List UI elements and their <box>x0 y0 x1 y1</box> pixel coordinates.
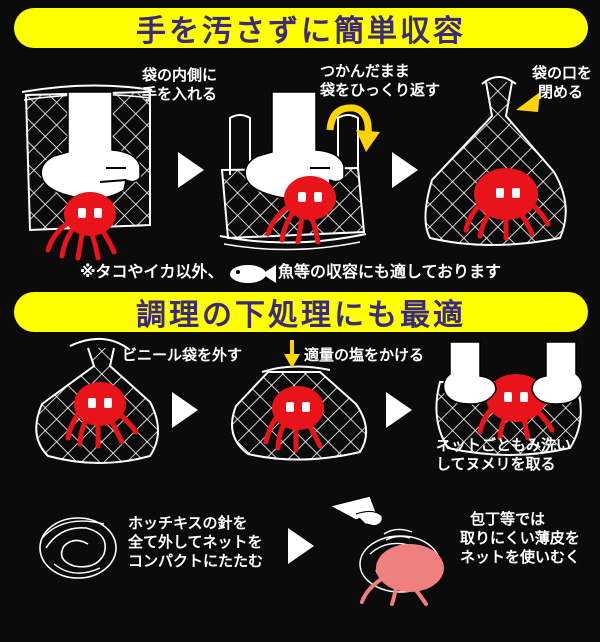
down-arrow-icon <box>284 340 300 368</box>
step2-label-line2: 袋をひっくり返す <box>320 81 441 99</box>
step2-label-line1: つかんだまま <box>320 62 410 80</box>
section2-step3-label-line2: してヌメリを取る <box>436 455 556 473</box>
arrow-right-icon <box>288 528 314 564</box>
section2-step2-label: 適量の塩をかける <box>304 346 425 364</box>
octopus-icon <box>263 386 324 453</box>
section3-step1-label-line1: ホッチキスの針を <box>128 514 248 532</box>
section2-step1-label: ビニール袋を外す <box>122 346 243 364</box>
step3-label-line2: 閉める <box>538 83 584 101</box>
middle-banner: 調理の下処理にも最適 <box>14 292 588 333</box>
section2-step3-label-line1: ネットごともみ洗い <box>436 436 572 454</box>
fish-icon <box>230 265 276 283</box>
top-banner-title: 手を汚さずに簡単収容 <box>136 14 466 49</box>
octopus-icon <box>265 176 336 245</box>
hand-icon <box>531 341 584 405</box>
section3-step1-label-line2: 全て外してネットを <box>128 533 263 551</box>
hand-icon <box>442 341 497 405</box>
curved-arrow-icon <box>326 104 380 152</box>
octopus-icon <box>45 192 117 261</box>
step1-label-line1: 袋の内側に <box>142 66 218 84</box>
section3-step1-label-line3: コンパクトにたたむ <box>128 552 264 570</box>
arrow-right-icon <box>392 152 418 188</box>
top-banner: 手を汚さずに簡単収容 <box>14 8 588 49</box>
section3-step2-label-line3: ネットを使いむく <box>460 548 581 566</box>
section3-step2-label-line1: 包丁等では <box>470 510 546 528</box>
step1-label-line2: 手を入れる <box>142 85 218 103</box>
section3-step2-label-line2: 取りにくい薄皮を <box>460 529 580 547</box>
note-text-before-icon: ※タコやイカ以外、 <box>80 262 224 281</box>
folded-net-icon <box>39 517 117 579</box>
octopus-icon <box>65 382 139 449</box>
middle-banner-title: 調理の下処理にも最適 <box>136 298 466 333</box>
note-text-after-icon: 魚等の収容にも適しております <box>278 262 502 281</box>
yellow-triangle-icon <box>516 92 540 112</box>
arrow-right-icon <box>386 392 412 428</box>
arrow-right-icon <box>178 152 204 188</box>
octopus-icon <box>463 168 551 241</box>
arrow-right-icon <box>172 392 198 428</box>
step3-label-line1: 袋の口を <box>532 64 593 82</box>
peeling-illustration <box>328 495 444 606</box>
octopus-icon <box>477 374 555 441</box>
